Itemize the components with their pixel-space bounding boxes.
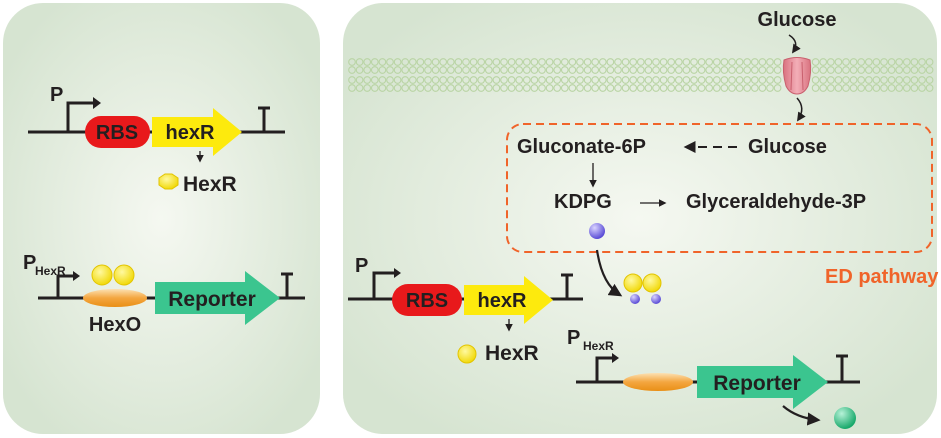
rbs-label: RBS <box>406 290 448 312</box>
left-panel-background <box>3 3 320 434</box>
kdpg-label: KDPG <box>554 191 612 213</box>
hexo-operator <box>623 373 693 391</box>
glucose-inside-label: Glucose <box>748 136 827 158</box>
reporter-label: Reporter <box>168 288 256 311</box>
promoter-label: P <box>355 255 368 277</box>
hexr-promoter-subscript: HexR <box>583 339 614 353</box>
hexr-protein-icon <box>457 344 477 364</box>
reporter-gene-arrow <box>155 271 280 325</box>
hexr-gene-arrow <box>464 276 553 324</box>
terminator-icon <box>281 272 293 298</box>
protein-label: HexR <box>485 342 539 365</box>
kdpg-molecule-icon <box>589 223 605 239</box>
gene-label: hexR <box>478 290 527 312</box>
left-hexr-expression-cassette: P RBS hexR HexR <box>28 84 285 196</box>
terminator-icon <box>258 106 270 132</box>
promoter-arrow-icon <box>372 271 395 299</box>
glyceraldehyde-label: Glyceraldehyde-3P <box>686 191 866 213</box>
hexr-promoter-arrow-icon <box>56 274 74 298</box>
left-reporter-cassette: P HexR HexO Reporter <box>23 252 305 336</box>
hexr-promoter-label: P <box>23 252 36 274</box>
hexo-operator <box>83 289 147 307</box>
rbs-block <box>392 284 462 316</box>
terminator-icon <box>561 273 573 299</box>
protein-label: HexR <box>183 173 237 196</box>
cell-membrane <box>348 58 934 92</box>
reporter-protein-icon <box>834 407 856 429</box>
hexr-protein-icon <box>158 173 179 190</box>
rbs-block <box>85 116 150 148</box>
reporter-gene-arrow <box>697 355 828 409</box>
terminator-icon <box>836 354 848 382</box>
hexr-gene-arrow <box>152 108 242 156</box>
hexr-dimer-right-icon <box>113 264 135 286</box>
glucose-transporter-icon <box>782 57 812 95</box>
gluconate-label: Gluconate-6P <box>517 136 646 158</box>
rbs-label: RBS <box>96 122 138 144</box>
right-reporter-cassette: P HexR Reporter <box>567 327 860 429</box>
hexr-promoter-arrow-icon <box>595 356 613 382</box>
right-hexr-expression-cassette: P RBS hexR HexR <box>348 255 583 365</box>
operator-label: HexO <box>89 314 141 336</box>
pathway-label: ED pathway <box>825 266 939 288</box>
promoter-label: P <box>50 84 63 106</box>
reporter-label: Reporter <box>713 372 801 395</box>
promoter-arrow-icon <box>66 101 94 132</box>
hexr-dimer-left-icon <box>91 264 113 286</box>
hexr-promoter-label: P <box>567 327 580 349</box>
right-panel-background <box>343 3 937 434</box>
ed-pathway-box <box>506 123 933 253</box>
hexr-promoter-subscript: HexR <box>35 264 66 278</box>
glucose-outside-label: Glucose <box>758 9 837 31</box>
hexr-kdpg-complex-icon <box>623 273 662 304</box>
gene-label: hexR <box>166 122 215 144</box>
